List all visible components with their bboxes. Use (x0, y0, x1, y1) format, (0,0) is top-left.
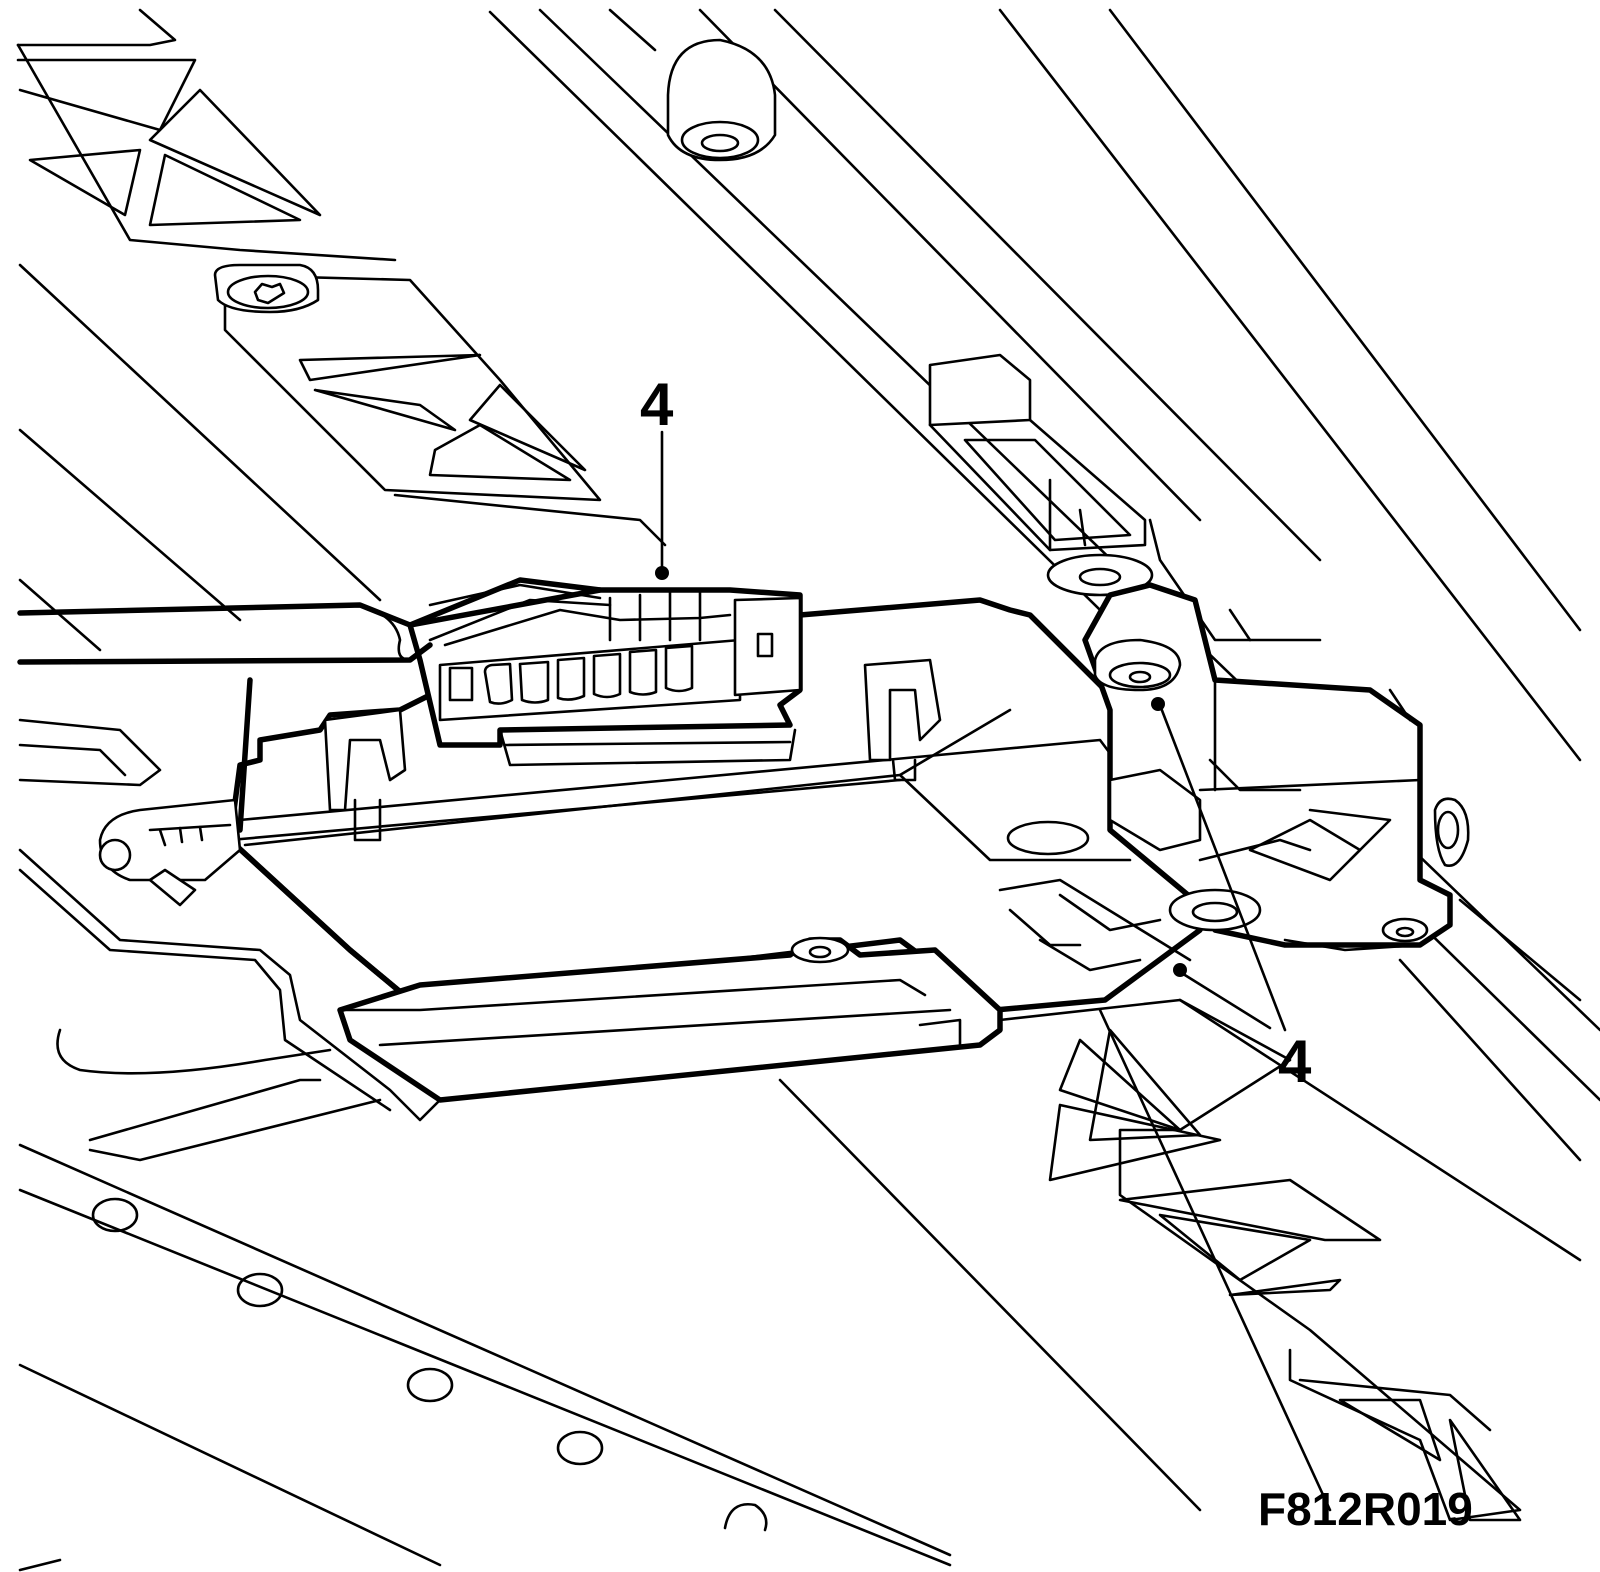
perforation-holes (91, 1197, 768, 1532)
upper-torx-screw (213, 263, 320, 314)
left-mounting-ear (98, 798, 242, 907)
callout-leaders (655, 430, 1287, 1032)
background-structure (18, 8, 1600, 1572)
top-cap-nut (666, 38, 777, 162)
electrical-connector (407, 587, 803, 767)
upper-lattice-bracket (16, 8, 667, 547)
callout-label-right: 4 (1278, 1028, 1312, 1095)
lower-left-shell (18, 718, 442, 1162)
wiring-harness (17, 577, 732, 833)
callout-label-top: 4 (640, 371, 674, 438)
figure-id: F812R019 (1258, 1483, 1473, 1535)
rail-slot-block (928, 353, 1322, 642)
lower-cover-plate (337, 936, 1003, 1103)
lower-lattice-bracket (998, 998, 1522, 1522)
right-mounting-bracket (1082, 582, 1470, 952)
